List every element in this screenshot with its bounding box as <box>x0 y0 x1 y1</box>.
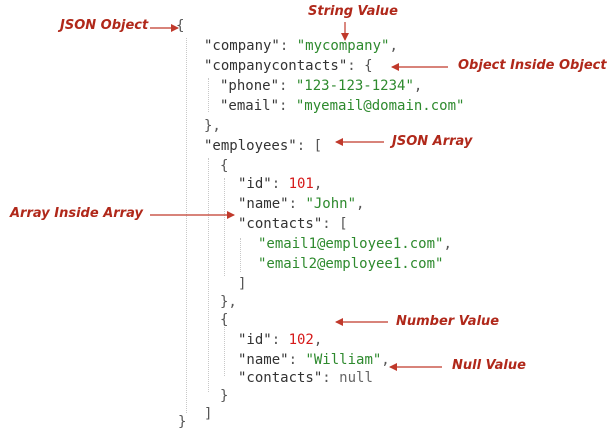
brace-close: }, <box>204 118 221 134</box>
code-line-18: "name": "William", <box>238 350 390 370</box>
string-value: "myemail@domain.com" <box>295 98 465 114</box>
code-line-7: "employees": [ <box>204 136 322 156</box>
code-line-2: "company": "mycompany", <box>204 36 398 56</box>
code-line-20: } <box>220 386 228 406</box>
code-line-3: "companycontacts": { <box>204 56 373 76</box>
string-value: "mycompany" <box>296 38 390 54</box>
code-line-6: }, <box>204 116 221 136</box>
code-line-14: ] <box>238 274 246 294</box>
code-line-9: "id": 101, <box>238 174 322 194</box>
colon-bracket: : [ <box>322 216 348 232</box>
indent-guide-employees <box>208 158 209 392</box>
indent-guide-root <box>186 38 187 413</box>
comma: , <box>443 236 452 252</box>
json-key: "phone" <box>220 78 280 94</box>
json-key: "name" <box>238 352 289 368</box>
code-line-12: "email1@employee1.com", <box>258 234 452 254</box>
brace-open: { <box>220 312 229 328</box>
indent-guide-employee1 <box>224 178 225 276</box>
label-array-inside-array: Array Inside Array <box>10 206 143 221</box>
label-json-object: JSON Object <box>60 18 149 33</box>
brace-close: } <box>220 388 229 404</box>
colon: : <box>279 98 296 114</box>
null-value: null <box>339 370 373 386</box>
colon: : <box>322 370 340 386</box>
number-value: 102 <box>288 332 314 348</box>
json-key: "contacts" <box>238 216 323 232</box>
string-value: "email2@employee1.com" <box>258 256 444 272</box>
colon: : <box>271 176 289 192</box>
json-key: "employees" <box>204 138 297 154</box>
label-number-value: Number Value <box>396 314 500 329</box>
code-line-15: }, <box>220 292 237 312</box>
colon: : <box>288 352 306 368</box>
code-line-11: "contacts": [ <box>238 214 348 234</box>
json-key: "company" <box>204 38 280 54</box>
brace-close: } <box>178 414 187 430</box>
label-null-value: Null Value <box>452 358 526 373</box>
colon-brace: : { <box>347 58 373 74</box>
comma: , <box>313 176 323 192</box>
json-key: "name" <box>238 196 289 212</box>
json-key: "id" <box>238 332 272 348</box>
code-line-5: "email": "myemail@domain.com" <box>220 96 464 116</box>
brace-open: { <box>220 158 229 174</box>
string-value: "William" <box>305 352 382 368</box>
code-line-4: "phone": "123-123-1234", <box>220 76 422 96</box>
comma: , <box>413 78 423 94</box>
code-line-1: { <box>176 16 184 36</box>
comma: , <box>313 332 323 348</box>
code-line-17: "id": 102, <box>238 330 322 350</box>
colon: : <box>279 38 297 54</box>
brace-open: { <box>176 18 185 34</box>
indent-guide-contacts <box>240 238 241 272</box>
label-object-inside-object: Object Inside Object <box>458 58 607 73</box>
code-line-22: } <box>178 412 186 432</box>
code-line-19: "contacts": null <box>238 368 373 388</box>
code-line-8: { <box>220 156 228 176</box>
code-line-21: ] <box>204 404 212 424</box>
comma: , <box>356 196 365 212</box>
json-key: "companycontacts" <box>204 58 348 74</box>
string-value: "123-123-1234" <box>295 78 414 94</box>
json-key: "id" <box>238 176 272 192</box>
string-value: "John" <box>305 196 357 212</box>
colon: : <box>271 332 289 348</box>
colon-bracket: : [ <box>296 138 323 154</box>
code-line-16: { <box>220 310 228 330</box>
label-string-value: String Value <box>308 4 398 19</box>
colon: : <box>288 196 306 212</box>
code-line-13: "email2@employee1.com" <box>258 254 443 274</box>
indent-guide-companycontacts <box>208 78 209 112</box>
brace-close: }, <box>220 294 237 310</box>
string-value: "email1@employee1.com" <box>258 236 444 252</box>
comma: , <box>389 38 398 54</box>
json-key: "email" <box>220 98 280 114</box>
number-value: 101 <box>288 176 314 192</box>
label-json-array: JSON Array <box>392 134 473 149</box>
code-line-10: "name": "John", <box>238 194 364 214</box>
bracket-close: ] <box>204 406 213 422</box>
bracket-close: ] <box>238 276 247 292</box>
comma: , <box>381 352 390 368</box>
indent-guide-employee2 <box>224 318 225 376</box>
colon: : <box>279 78 296 94</box>
json-key: "contacts" <box>238 370 323 386</box>
